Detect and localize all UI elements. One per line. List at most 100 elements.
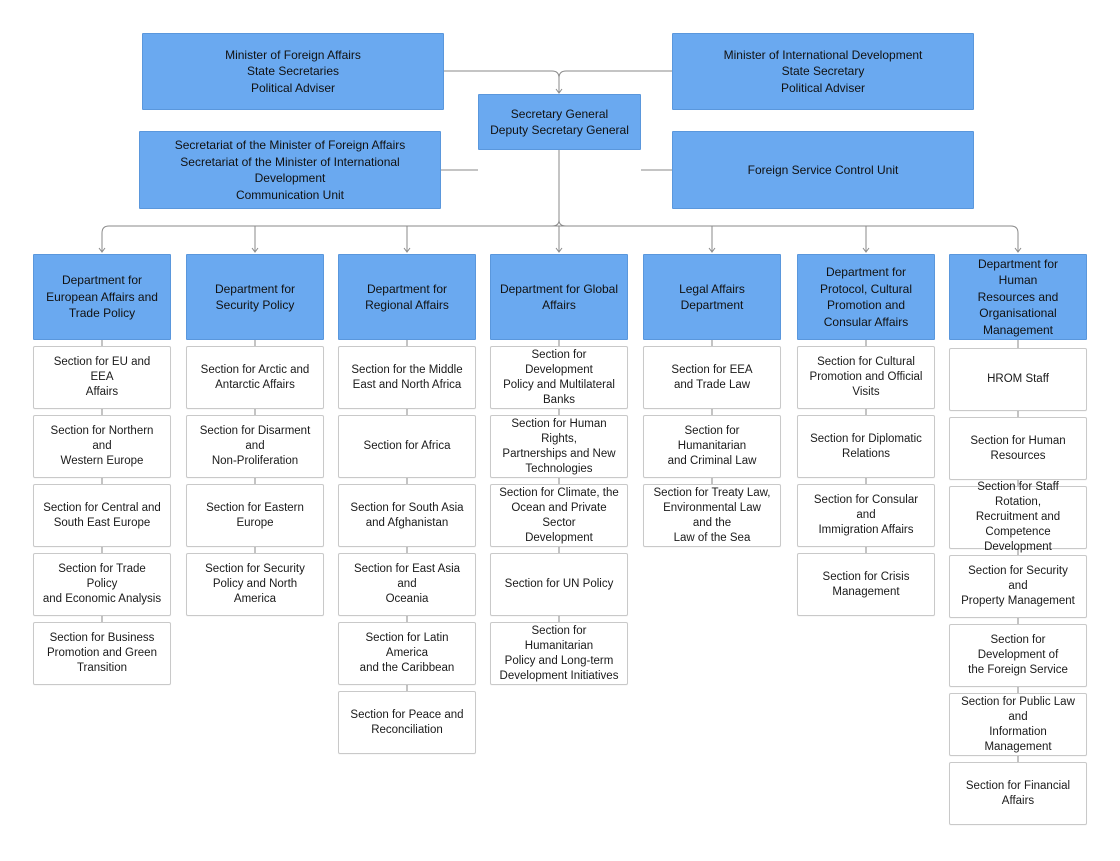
section-box: Section for Consular and Immigration Aff… (797, 484, 935, 547)
section-label: Section for Trade Policy and Economic An… (42, 563, 162, 605)
dept-arrowhead (98, 247, 106, 253)
department-security-policy: Department for Security Policy (186, 254, 324, 340)
section-label: Section for Eastern Europe (206, 501, 304, 529)
section-label: Section for Latin America and the Caribb… (359, 632, 455, 674)
dept-arrowhead (862, 247, 870, 253)
section-label: Section for South Asia and Afghanistan (350, 501, 464, 529)
department-label: Department for European Affairs and Trad… (46, 273, 158, 321)
section-box: Section for Treaty Law, Environmental La… (643, 484, 781, 547)
section-box: Section for Diplomatic Relations (797, 415, 935, 478)
department-protocol-consular: Department for Protocol, Cultural Promot… (797, 254, 935, 340)
department-label: Department for Protocol, Cultural Promot… (819, 265, 913, 329)
sg-in-right (558, 70, 567, 79)
department-label: Department for Security Policy (214, 281, 296, 313)
section-box: Section for EU and EEA Affairs (33, 346, 171, 409)
trunk-curve-right (558, 219, 567, 227)
section-label: Section for EEA and Trade Law (671, 363, 753, 391)
section-box: Section for Arctic and Antarctic Affairs (186, 346, 324, 409)
section-box: Section for Peace and Reconciliation (338, 691, 476, 754)
section-label: Section for Staff Rotation, Recruitment … (975, 481, 1061, 553)
section-label: Section for East Asia and Oceania (353, 563, 461, 605)
department-label: Department for Global Affairs (499, 281, 619, 313)
section-label: Section for Diplomatic Relations (810, 432, 922, 460)
section-label: Section for Humanitarian and Criminal La… (667, 425, 757, 467)
section-label: Section for Security Policy and North Am… (205, 563, 305, 605)
section-box: Section for Human Rights, Partnerships a… (490, 415, 628, 478)
section-box: Section for Staff Rotation, Recruitment … (949, 481, 1087, 553)
section-label: Section for Africa (363, 440, 451, 452)
secretary-general-box: Secretary General Deputy Secretary Gener… (478, 94, 641, 150)
section-box: Section for Disarment and Non-Proliferat… (186, 415, 324, 478)
section-box: Section for Northern and Western Europe (33, 415, 171, 478)
dept-arrowhead (403, 247, 411, 253)
control-unit-label: Foreign Service Control Unit (747, 162, 899, 177)
section-box: Section for Humanitarian and Criminal La… (643, 415, 781, 478)
section-label: Section for Disarment and Non-Proliferat… (199, 425, 311, 467)
section-label: Section for Human Rights, Partnerships a… (502, 417, 616, 475)
section-label: Section for Security and Property Manage… (961, 565, 1075, 607)
section-box: Section for EEA and Trade Law (643, 346, 781, 409)
trunk-curve-left (551, 219, 560, 227)
secretariat-label: Secretariat of the Minister of Foreign A… (174, 138, 406, 202)
section-label: Section for Cultural Promotion and Offic… (809, 356, 923, 398)
section-box: Section for Development of the Foreign S… (949, 624, 1087, 687)
section-box: Section for Crisis Management (797, 553, 935, 616)
section-label: Section for Development of the Foreign S… (968, 634, 1068, 676)
department-legal-affairs: Legal Affairs Department (643, 254, 781, 340)
section-box: Section for Development Policy and Multi… (490, 346, 628, 409)
section-label: Section for Treaty Law, Environmental La… (653, 486, 771, 544)
section-label: Section for EU and EEA Affairs (53, 356, 151, 398)
dept-arrowhead (708, 247, 716, 253)
section-label: Section for Humanitarian Policy and Long… (499, 624, 619, 682)
department-label: Department for Regional Affairs (365, 281, 449, 313)
section-label: Section for Human Resources (970, 434, 1066, 462)
section-label: Section for Public Law and Information M… (961, 695, 1075, 753)
section-box: Section for Security Policy and North Am… (186, 553, 324, 616)
department-regional-affairs: Department for Regional Affairs (338, 254, 476, 340)
control-unit-box: Foreign Service Control Unit (672, 131, 974, 209)
section-box: Section for Human Resources (949, 417, 1087, 480)
section-label: Section for Northern and Western Europe (50, 425, 154, 467)
dept-drop (101, 225, 110, 251)
minister-international-development-label: Minister of International Development St… (723, 47, 923, 95)
section-box: Section for South Asia and Afghanistan (338, 484, 476, 547)
dept-drop (1010, 225, 1019, 251)
section-box: Section for the Middle East and North Af… (338, 346, 476, 409)
section-label: HROM Staff (987, 373, 1049, 385)
minister-foreign-affairs-box: Minister of Foreign Affairs State Secret… (142, 33, 444, 110)
section-label: Section for Business Promotion and Green… (47, 632, 157, 674)
section-label: Section for Climate, the Ocean and Priva… (499, 486, 619, 544)
dept-arrowhead (251, 247, 259, 253)
section-label: Section for Peace and Reconciliation (350, 708, 464, 736)
department-global-affairs: Department for Global Affairs (490, 254, 628, 340)
department-european-affairs: Department for European Affairs and Trad… (33, 254, 171, 340)
section-box: Section for Financial Affairs (949, 762, 1087, 825)
minister-foreign-affairs-label: Minister of Foreign Affairs State Secret… (225, 47, 361, 95)
section-label: Section for Consular and Immigration Aff… (813, 494, 919, 536)
section-label: Section for the Middle East and North Af… (351, 363, 463, 391)
section-box: Section for Security and Property Manage… (949, 555, 1087, 618)
section-box: Section for Central and South East Europ… (33, 484, 171, 547)
secretary-general-label: Secretary General Deputy Secretary Gener… (490, 106, 629, 138)
section-label: Section for Financial Affairs (965, 779, 1071, 807)
section-box: Section for Africa (338, 415, 476, 478)
section-label: Section for Crisis Management (822, 570, 910, 598)
sg-in-left (551, 70, 560, 92)
section-box: Section for UN Policy (490, 553, 628, 616)
department-label: Legal Affairs Department (679, 281, 745, 313)
sg-arrowhead (555, 88, 563, 94)
department-label: Department for Human Resources and Organ… (977, 256, 1059, 337)
section-box: Section for Public Law and Information M… (949, 693, 1087, 756)
section-box: Section for Trade Policy and Economic An… (33, 553, 171, 616)
dept-arrowhead (555, 247, 563, 253)
section-label: Section for UN Policy (504, 578, 614, 590)
section-box: HROM Staff (949, 348, 1087, 411)
minister-international-development-box: Minister of International Development St… (672, 33, 974, 110)
section-box: Section for Eastern Europe (186, 484, 324, 547)
section-box: Section for Humanitarian Policy and Long… (490, 622, 628, 685)
section-box: Section for Cultural Promotion and Offic… (797, 346, 935, 409)
department-human-resources: Department for Human Resources and Organ… (949, 254, 1087, 340)
section-label: Section for Central and South East Europ… (43, 501, 161, 529)
section-box: Section for East Asia and Oceania (338, 553, 476, 616)
